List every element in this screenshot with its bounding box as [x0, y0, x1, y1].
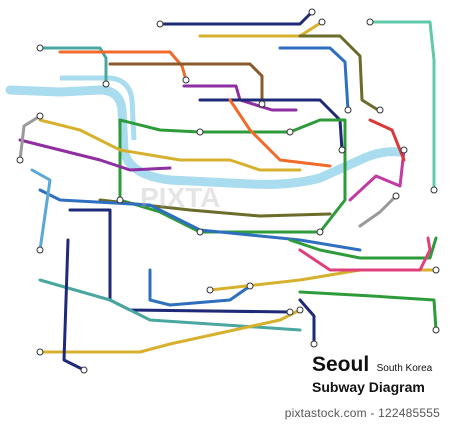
line-grey-left — [18, 114, 42, 162]
line-mint-right — [368, 20, 436, 192]
station — [308, 8, 316, 16]
station — [182, 76, 190, 84]
han-river-branch — [60, 75, 137, 141]
line-navy-center — [198, 98, 344, 152]
station — [344, 106, 352, 114]
station — [102, 80, 110, 88]
line-green-right — [288, 236, 438, 260]
line-skyblue-left — [30, 168, 52, 252]
station — [432, 266, 440, 274]
station — [258, 100, 266, 108]
station — [116, 196, 124, 204]
line-orange-middle — [228, 98, 332, 168]
line-green-loop — [118, 118, 347, 234]
station — [36, 246, 44, 254]
line-navy-bottom — [62, 238, 86, 372]
map-subtitle: Subway Diagram — [312, 379, 425, 395]
line-pink-right — [298, 236, 432, 272]
station — [206, 286, 214, 294]
station — [366, 18, 374, 26]
city-title: Seoul — [312, 353, 370, 376]
line-blue-bottom — [148, 268, 252, 307]
line-grey-right — [358, 194, 398, 228]
station — [196, 228, 204, 236]
station — [392, 192, 400, 200]
station — [318, 18, 326, 26]
line-orange-top — [58, 50, 188, 82]
line-navy-right-bottom — [298, 298, 316, 346]
line-brown-upper — [108, 62, 264, 106]
watermark-overlay: PIXTA — [140, 182, 221, 213]
station — [316, 228, 324, 236]
station — [376, 106, 384, 114]
line-red-right — [368, 118, 406, 162]
station — [80, 366, 88, 374]
station — [36, 112, 44, 120]
watermark-footer: pixtastock.com - 122485555 — [0, 402, 450, 424]
station — [430, 186, 438, 194]
line-magenta-right — [348, 148, 406, 202]
station — [296, 306, 304, 314]
station — [286, 308, 294, 316]
line-green-bottom-right — [298, 290, 438, 332]
line-blue-middle — [38, 188, 362, 252]
station — [400, 146, 408, 154]
map-title-block: Seoul South Korea Subway Diagram — [312, 354, 432, 396]
line-navy-top — [158, 10, 314, 26]
station — [156, 20, 164, 28]
station — [310, 340, 318, 348]
station — [16, 156, 24, 164]
line-gold-bottom — [38, 308, 302, 354]
line-blue-upper — [278, 46, 350, 112]
station — [246, 282, 254, 290]
han-river — [5, 85, 405, 189]
line-olive-upper — [298, 34, 380, 112]
line-gold-middle — [38, 118, 302, 172]
line-gold-right — [208, 268, 438, 292]
station — [338, 146, 346, 154]
station — [196, 128, 204, 136]
line-teal-bottom — [38, 278, 302, 332]
watermark-id: pixtastock.com - 122485555 — [284, 406, 440, 420]
station — [286, 128, 294, 136]
line-purple-left — [18, 138, 172, 172]
station — [432, 326, 440, 334]
line-purple-center — [182, 84, 298, 112]
country-label: South Korea — [376, 363, 433, 374]
station — [36, 44, 44, 52]
station — [36, 348, 44, 356]
